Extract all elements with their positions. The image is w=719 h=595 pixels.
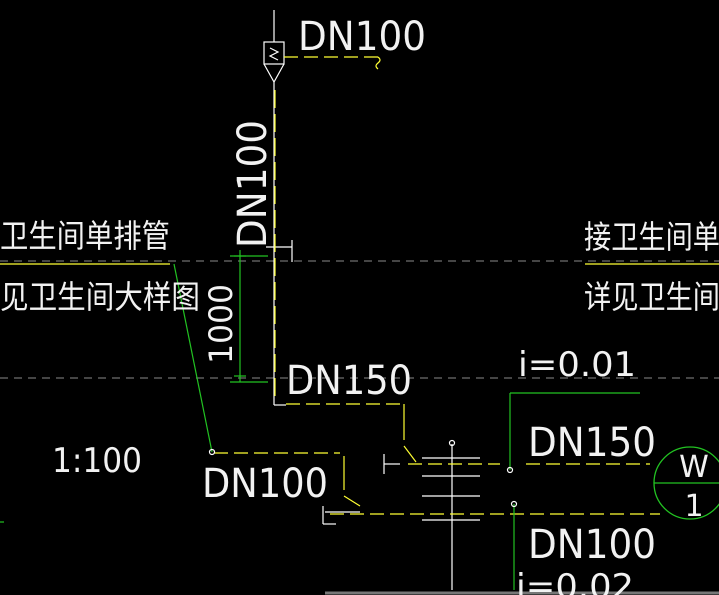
leader-dot	[506, 466, 514, 474]
label-dn100-top: DN100	[298, 14, 426, 60]
guide-lines	[0, 260, 719, 379]
marker-top-text: W	[679, 450, 709, 485]
leader-dot	[510, 500, 518, 508]
label-scale: 1:100	[52, 441, 142, 481]
label-dn150-right: DN150	[528, 420, 656, 466]
label-dn150-upper: DN150	[286, 358, 412, 404]
label-slope-0-02: i=0.02	[516, 567, 634, 595]
note-right-line-2: 详见卫生间	[584, 278, 719, 316]
marker-bottom-text: 1	[684, 489, 703, 524]
yellow-pipe-runs	[0, 56, 719, 515]
leader-dot	[208, 448, 216, 456]
vent-cap-icon	[263, 10, 285, 84]
label-slope-0-01: i=0.01	[518, 345, 636, 385]
label-dn100-lower-right: DN100	[528, 522, 656, 568]
label-dn100-vertical: DN100	[230, 120, 276, 248]
label-dn100-lower-left: DN100	[202, 461, 328, 507]
label-dim-1000: 1000	[202, 284, 240, 364]
note-left-line-1: 卫生间单排管	[0, 217, 170, 255]
dimension-lines	[0, 250, 640, 590]
main-pipe-lines	[266, 82, 480, 590]
riser-marker-circle-icon: W 1	[653, 446, 719, 524]
note-left-line-2: 见卫生间大样图	[0, 278, 200, 316]
note-right-line-1: 接卫生间单	[584, 218, 719, 256]
